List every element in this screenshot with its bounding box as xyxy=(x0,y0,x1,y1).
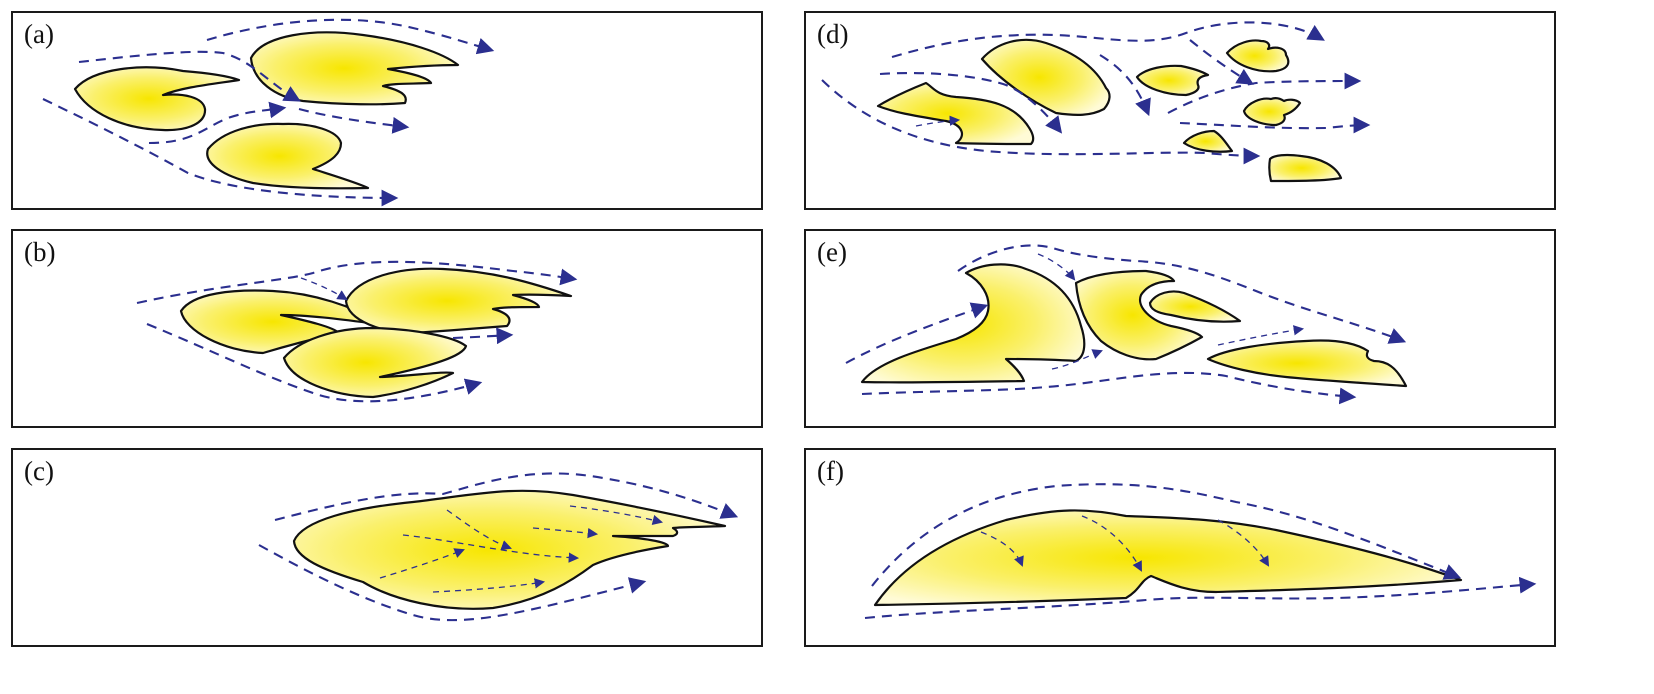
blob xyxy=(1268,153,1343,183)
flow-arrow xyxy=(980,531,1024,567)
flow-arrow xyxy=(957,244,1407,344)
flow-arrow xyxy=(300,277,348,301)
flow-arrow xyxy=(1099,54,1151,117)
flow-arrow xyxy=(452,327,514,345)
panel-f: (f) xyxy=(804,448,1556,647)
blob xyxy=(860,263,1086,384)
flow-arrow xyxy=(821,79,1261,165)
blob xyxy=(73,66,241,132)
flow-arrow xyxy=(258,544,647,622)
panel-label: (a) xyxy=(24,19,54,49)
flow-arrow xyxy=(871,483,1462,587)
blob xyxy=(980,38,1111,116)
flow-arrow xyxy=(148,101,287,145)
flow-arrow xyxy=(42,98,399,207)
panel-c-diagram xyxy=(258,472,739,622)
panel-label: (b) xyxy=(24,237,56,267)
flow-arrow xyxy=(432,578,546,593)
flow-arrow xyxy=(879,71,1063,134)
blob xyxy=(1242,97,1302,127)
blob xyxy=(249,31,460,106)
flow-arrow xyxy=(402,534,580,563)
blob xyxy=(1074,269,1204,361)
flow-arrow xyxy=(274,472,739,522)
flow-arrow xyxy=(78,50,301,102)
flow-arrow xyxy=(864,576,1537,620)
flow-arrow xyxy=(915,115,961,127)
panel-c: (c) xyxy=(11,448,763,647)
panel-e-diagram xyxy=(845,244,1408,405)
panel-d-diagram xyxy=(821,21,1371,183)
panel-label: (d) xyxy=(817,19,849,49)
blob xyxy=(344,267,573,335)
blob xyxy=(1148,290,1242,323)
flow-arrow xyxy=(1217,519,1270,567)
blob xyxy=(873,509,1463,607)
panel-label: (e) xyxy=(817,237,847,267)
flow-arrow xyxy=(1037,253,1076,281)
blob xyxy=(179,289,387,355)
panel-label: (c) xyxy=(24,456,54,486)
flow-arrow xyxy=(206,18,495,55)
blob xyxy=(206,122,370,190)
flow-arrow xyxy=(379,548,465,579)
blob xyxy=(1206,339,1408,388)
blob xyxy=(1182,129,1234,153)
flow-arrow xyxy=(1189,39,1254,85)
flow-arrow xyxy=(532,527,599,539)
blob xyxy=(1135,64,1210,97)
flow-arrow xyxy=(1217,325,1305,346)
blob xyxy=(282,326,468,399)
flow-arrow xyxy=(1179,116,1371,134)
panel-label: (f) xyxy=(817,456,844,486)
flow-arrow xyxy=(136,260,578,305)
panel-a: (a) xyxy=(11,11,763,210)
flow-arrow xyxy=(298,107,410,134)
panel-d: (d) xyxy=(804,11,1556,210)
flow-arrow xyxy=(569,505,664,526)
flow-arrow xyxy=(1167,72,1362,114)
panel-e: (e) xyxy=(804,229,1556,428)
flow-arrow xyxy=(1051,349,1103,370)
blob xyxy=(292,489,727,610)
blob xyxy=(1225,39,1290,73)
panel-b: (b) xyxy=(11,229,763,428)
flow-arrow xyxy=(146,323,483,403)
flow-arrow xyxy=(446,509,512,551)
flow-arrow xyxy=(845,302,989,364)
panel-f-diagram xyxy=(864,483,1537,620)
blob xyxy=(876,81,1035,146)
panel-b-diagram xyxy=(136,260,578,403)
flow-arrow xyxy=(861,371,1357,405)
panel-a-diagram xyxy=(42,18,495,207)
